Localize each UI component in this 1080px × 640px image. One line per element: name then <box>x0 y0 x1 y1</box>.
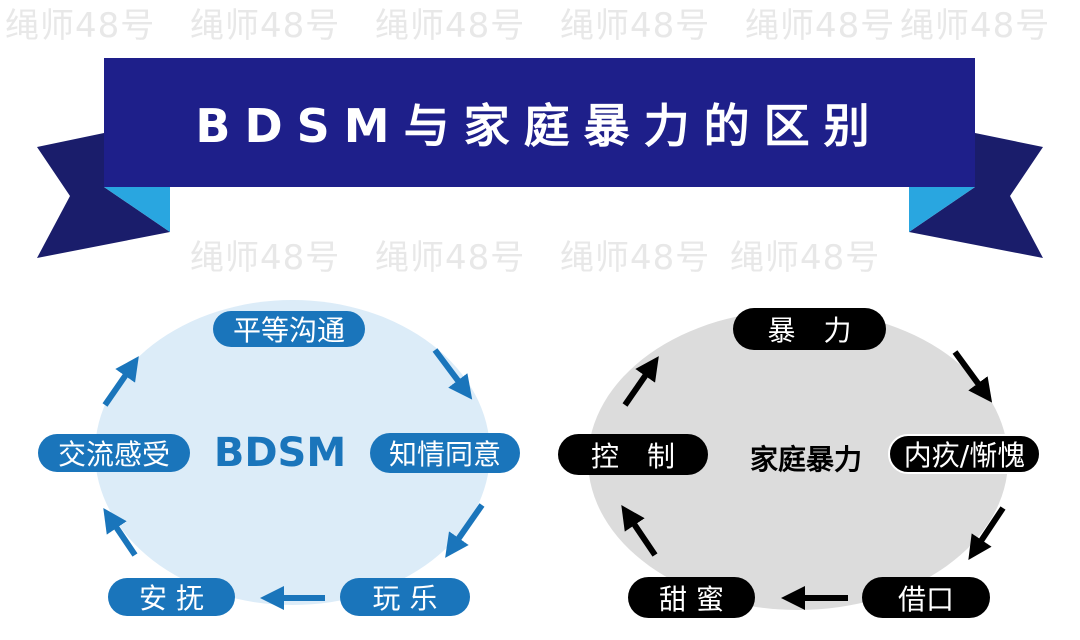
arrow-icon <box>432 348 473 400</box>
arrow-icon <box>103 508 138 557</box>
ribbon-tail-left <box>37 133 170 258</box>
watermark-text: 绳师48号 <box>190 6 341 46</box>
ribbon-fold-right <box>909 187 975 232</box>
dv-node-excuse: 借口 <box>862 577 990 618</box>
bdsm-node-play: 玩 乐 <box>340 578 470 616</box>
dv-node-honeymoon: 甜 蜜 <box>628 577 755 618</box>
bdsm-center-label: BDSM <box>213 430 347 476</box>
bdsm-node-consent: 知情同意 <box>370 433 520 473</box>
watermark-text: 绳师48号 <box>560 6 711 46</box>
ribbon-tail-right <box>909 133 1043 258</box>
dv-node-control: 控 制 <box>558 434 708 475</box>
arrow-icon <box>445 503 485 558</box>
watermark-text: 绳师48号 <box>190 238 341 278</box>
watermark-text: 绳师48号 <box>560 238 711 278</box>
bdsm-node-communication: 平等沟通 <box>213 311 365 347</box>
dv-node-violence: 暴 力 <box>733 308 886 350</box>
arrow-icon <box>622 356 659 407</box>
dv-center-label: 家庭暴力 <box>749 443 863 476</box>
watermark-text: 绳师48号 <box>900 6 1051 46</box>
watermark-text: 绳师48号 <box>375 6 526 46</box>
arrow-icon <box>621 505 658 557</box>
ribbon-fold-left <box>104 187 170 232</box>
watermark-text: 绳师48号 <box>730 238 881 278</box>
arrow-icon <box>102 356 139 407</box>
bdsm-node-share-feelings: 交流感受 <box>38 434 190 472</box>
bdsm-node-comfort: 安 抚 <box>108 578 235 616</box>
ribbon-main <box>104 58 975 187</box>
arrow-icon <box>968 506 1006 560</box>
page-title: BDSM与家庭暴力的区别 <box>195 98 884 153</box>
arrow-icon <box>952 350 993 403</box>
dv-node-guilt: 内疚/惭愧 <box>888 434 1041 474</box>
watermark-text: 绳师48号 <box>5 6 156 46</box>
watermark-text: 绳师48号 <box>745 6 896 46</box>
watermark-text: 绳师48号 <box>375 238 526 278</box>
